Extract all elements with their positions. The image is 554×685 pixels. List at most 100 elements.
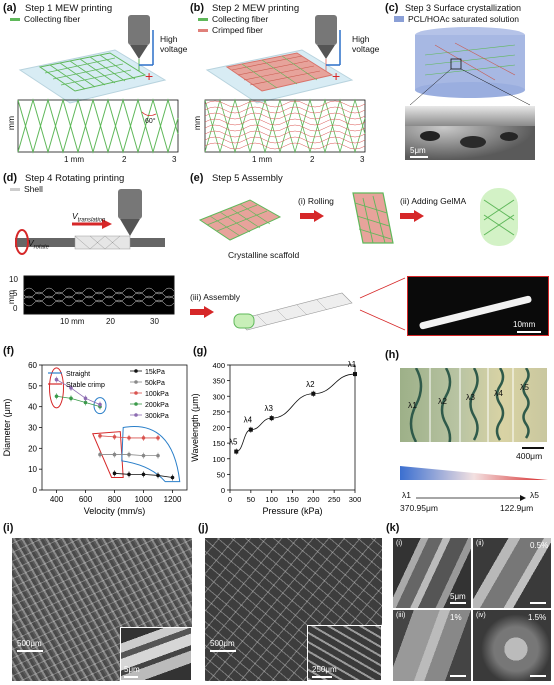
chart-g-xtick-label: 50 [247,495,255,504]
panel-i-label: (i) [3,522,14,534]
chart-f-legend-marker [134,402,138,406]
panel-h-grad-left: λ1 [402,490,411,500]
panel-h-lambda-5: λ5 [520,382,529,392]
panel-e-scaffold-flat [198,199,282,241]
panel-c-legend: PCL/HOAc saturated solution [408,14,520,24]
panel-a-ylabel: mm [6,115,17,131]
chart-f-region-legend-label: Stable crimp [66,382,105,389]
chart-f-point [54,377,59,382]
crimped-fiber-swatch [198,29,208,32]
panel-j-inset [307,625,382,681]
chart-f-point [156,453,160,458]
panel-h-val-right: 122.9μm [500,503,534,513]
chart-g-point-label: λ2 [306,380,315,389]
svg-text:+: + [145,68,153,84]
panel-k-pct-2: 0.5% [530,541,549,550]
panel-k-sub-2: (ii) [476,540,484,547]
panel-d-ytick-5: 5 [13,289,18,298]
panel-a-legend: Collecting fiber [24,14,81,24]
panel-c-sem-image [405,106,535,160]
chart-g-point [311,391,316,396]
chart-f-xlabel: Velocity (mm/s) [84,506,146,516]
panel-j-scalebar [210,650,236,652]
chart-f-ytick-label: 40 [28,403,37,412]
chart-f-point [98,452,102,457]
panel-d-xtick-20: 20 [106,317,115,326]
panel-j-inset-scale-text: 250μm [312,665,337,674]
chart-g-point [248,427,253,432]
panel-h-lambda-4: λ4 [494,388,503,398]
panel-b-ylabel: mm [192,115,203,131]
panel-e-label: (e) [190,172,204,184]
chart-f-xtick-label: 400 [50,495,64,504]
collecting-fiber-swatch [10,18,20,21]
panel-e-rolling: (i) Rolling [298,196,334,206]
chart-g-point-label: λ1 [348,360,357,369]
chart-g-point-label: λ4 [244,416,253,425]
chart-f-ytick-label: 0 [33,486,38,495]
arrow-assembly [190,306,214,318]
panel-d-vrot: Vrotate [28,238,49,251]
panel-a-angle: 60° [145,118,156,125]
panel-a-voltage-1: High [160,34,178,44]
panel-d-vrot-v: V [28,238,34,248]
panel-i-scalebar [17,650,43,652]
chart-g-point [353,372,357,377]
chart-f-point [54,394,59,399]
chart-f-point [83,396,88,401]
panel-k-sem-1 [393,538,471,608]
chart-g-ytick-label: 50 [217,470,225,479]
chart-f-xtick-label: 600 [79,495,93,504]
panel-h-grad-right: λ5 [530,490,539,500]
panel-d-vrot-sub: rotate [33,244,50,251]
chart-f-ylabel: Diameter (μm) [2,399,12,457]
panel-k-sem-2 [473,538,551,608]
panel-j-label: (j) [198,522,209,534]
panel-h-micrograph [400,368,547,442]
chart-f-legend-marker [134,369,138,373]
panel-e-gelma: (ii) Adding GelMA [400,196,467,206]
chart-f-legend-label: 50kPa [145,380,165,387]
panel-h-scale-text: 400μm [516,451,543,461]
chart-g-ytick-label: 400 [212,361,225,370]
chart-f-ytick-label: 30 [28,424,37,433]
panel-k-sub-3: (iii) [396,612,406,619]
panel-d-step: Step 4 Rotating printing [25,173,125,184]
chart-f-region-straight-1 [93,397,107,415]
panel-d-pattern-plot [23,275,175,315]
chart-f-point [156,473,160,478]
shell-swatch [10,188,20,191]
panel-e-assembly: (iii) Assembly [190,292,241,302]
chart-g-curve [236,373,356,452]
chart-f-point [127,452,131,457]
panel-a-xtick-3: 3 [172,155,177,164]
panel-h-gradient [400,466,548,480]
chart-g-ytick-label: 300 [212,392,225,401]
chart-f-xtick-label: 1200 [164,495,182,504]
panel-h-lambda-3: λ3 [466,392,475,402]
panel-k-sub-4: (iv) [476,612,486,619]
chart-g-point [234,449,239,454]
panel-k-scale-text: 5μm [450,592,466,601]
panel-d-vtrans-v: V [72,211,78,221]
chart-f-point [69,386,73,390]
panel-e-zoom-lines [359,277,406,331]
panel-e-scalebar [517,331,541,333]
chart-f-point [141,472,146,477]
panel-a-label: (a) [3,2,17,14]
chart-f-legend-marker [134,380,138,384]
chart-g-ytick-label: 100 [212,455,225,464]
panel-b-legend-1: Collecting fiber [212,14,269,24]
chart-f-ytick-label: 10 [28,465,37,474]
chart-f-point [98,434,102,438]
panel-b-xtick-3: 3 [360,155,365,164]
chart-f-point [83,400,88,405]
chart-f-point [170,475,175,480]
collecting-fiber-swatch-b [198,18,208,21]
chart-f-series-line [56,379,101,405]
chart-f-region-crimp-2 [92,431,124,478]
chart-f-xtick-label: 800 [108,495,122,504]
panel-d-vtrans: Vtranslation [72,211,105,224]
panel-c-scalebar [410,156,428,158]
chart-g-frame [229,364,356,491]
